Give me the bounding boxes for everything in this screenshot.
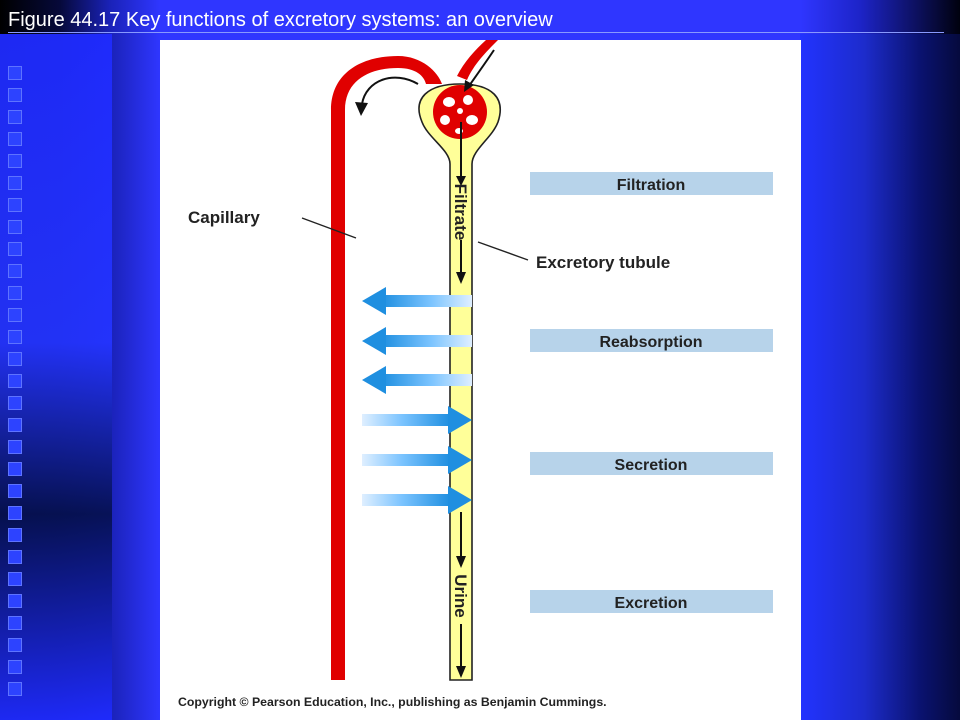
capillary-shape <box>331 40 498 680</box>
decorative-square-column <box>8 66 24 706</box>
process-label: Secretion <box>615 457 688 474</box>
reabsorption-arrow <box>362 327 472 355</box>
filtrate-flow-arrow <box>456 122 466 284</box>
tubule-leader-line <box>477 241 529 261</box>
glomerulus <box>433 85 487 139</box>
decor-square <box>8 484 22 498</box>
decor-square <box>8 682 22 696</box>
decor-square <box>8 440 22 454</box>
decor-square <box>8 462 22 476</box>
process-box-secretion: Secretion <box>530 452 773 475</box>
decor-square <box>8 308 22 322</box>
excretory-diagram: Filtrate Urine <box>178 40 773 709</box>
decor-square <box>8 396 22 410</box>
figure-panel: Filtrate Urine <box>160 40 801 720</box>
decor-square <box>8 154 22 168</box>
process-box-excretion: Excretion <box>530 590 773 613</box>
decor-square <box>8 506 22 520</box>
process-box-reabsorption: Reabsorption <box>530 329 773 352</box>
decor-square <box>8 220 22 234</box>
blood-flow-arrow-out <box>355 76 419 116</box>
reabsorption-arrows <box>362 287 472 394</box>
urine-flow-arrow <box>456 512 466 678</box>
decor-square <box>8 594 22 608</box>
slide-title: Figure 44.17 Key functions of excretory … <box>8 9 553 31</box>
decor-square <box>8 286 22 300</box>
decor-square <box>8 638 22 652</box>
decor-square <box>8 66 22 80</box>
copyright-notice: Copyright © Pearson Education, Inc., pub… <box>178 695 607 709</box>
decor-square <box>8 132 22 146</box>
decor-square <box>8 242 22 256</box>
capillary-leader-line <box>301 217 357 239</box>
decor-square <box>8 418 22 432</box>
urine-label: Urine <box>451 574 470 617</box>
process-box-filtration: Filtration <box>530 172 773 195</box>
decor-square <box>8 330 22 344</box>
title-underline <box>8 32 944 33</box>
decor-square <box>8 264 22 278</box>
secretion-arrow <box>362 486 472 514</box>
right-background-band <box>800 34 960 720</box>
decor-square <box>8 198 22 212</box>
decor-square <box>8 352 22 366</box>
decor-square <box>8 176 22 190</box>
decor-square <box>8 528 22 542</box>
decor-square <box>8 616 22 630</box>
blood-flow-arrow-in <box>464 49 495 92</box>
reabsorption-arrow <box>362 287 472 315</box>
decor-square <box>8 374 22 388</box>
decor-square <box>8 660 22 674</box>
decor-square <box>8 110 22 124</box>
decor-square <box>8 88 22 102</box>
secretion-arrows <box>362 406 472 514</box>
filtrate-label: Filtrate <box>451 184 470 241</box>
decor-square <box>8 572 22 586</box>
secretion-arrow <box>362 406 472 434</box>
excretory-tubule-label: Excretory tubule <box>536 253 670 272</box>
capillary-label: Capillary <box>188 208 260 227</box>
process-label: Reabsorption <box>599 334 702 351</box>
reabsorption-arrow <box>362 366 472 394</box>
secretion-arrow <box>362 446 472 474</box>
process-label: Excretion <box>615 595 688 612</box>
decor-square <box>8 550 22 564</box>
process-label: Filtration <box>617 177 685 194</box>
